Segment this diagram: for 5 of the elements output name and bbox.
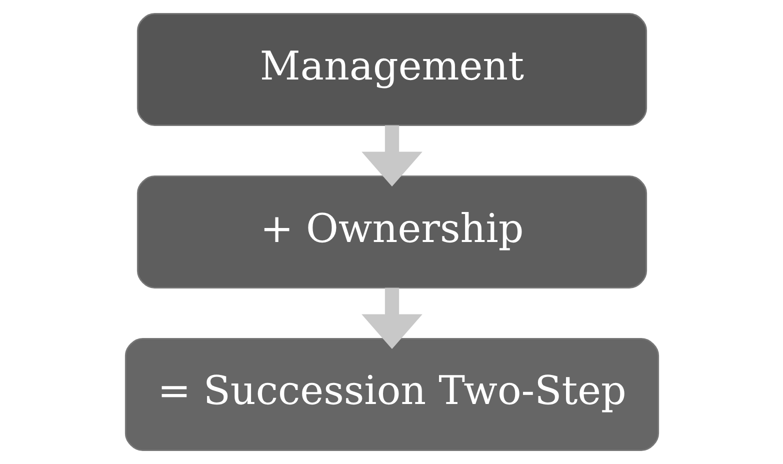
node-box: Management [136, 12, 647, 126]
arrow [361, 125, 422, 187]
node-box: + Ownership [136, 175, 647, 289]
arrow [361, 288, 422, 350]
node-box: = Succession Two-Step [124, 338, 659, 452]
